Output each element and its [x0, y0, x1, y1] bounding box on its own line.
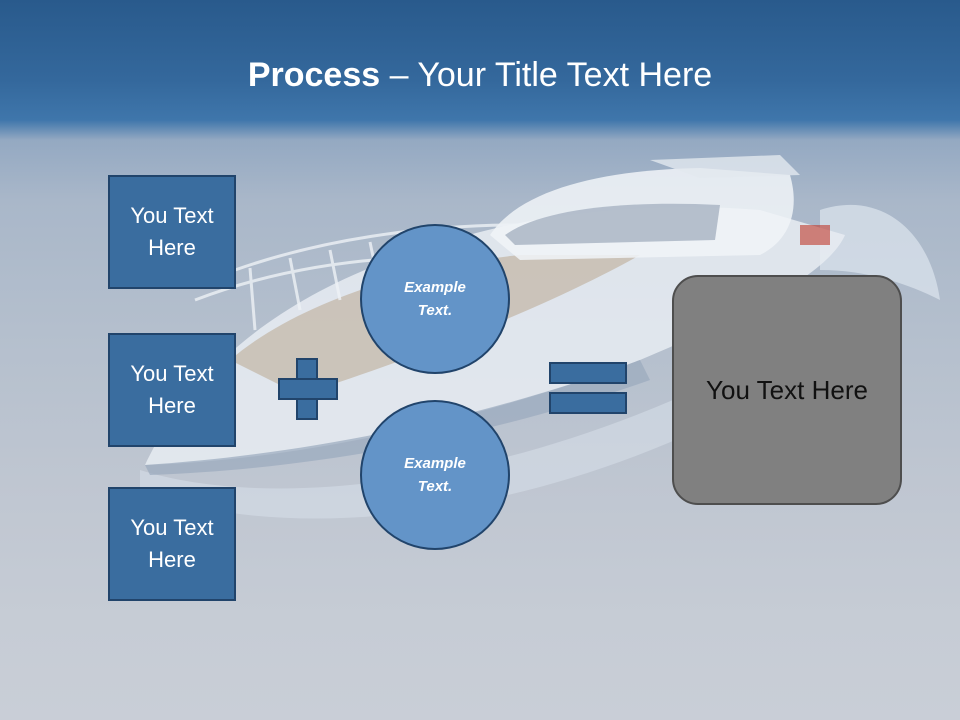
slide-title: Process – Your Title Text Here	[0, 52, 960, 98]
equals-sign-bottom	[549, 392, 627, 414]
result-box: You Text Here	[672, 275, 902, 505]
equals-sign-top	[549, 362, 627, 384]
plus-sign-horizontal	[278, 378, 338, 400]
title-strong: Process	[247, 56, 381, 94]
title-rest: – Your Title Text Here	[380, 56, 713, 94]
